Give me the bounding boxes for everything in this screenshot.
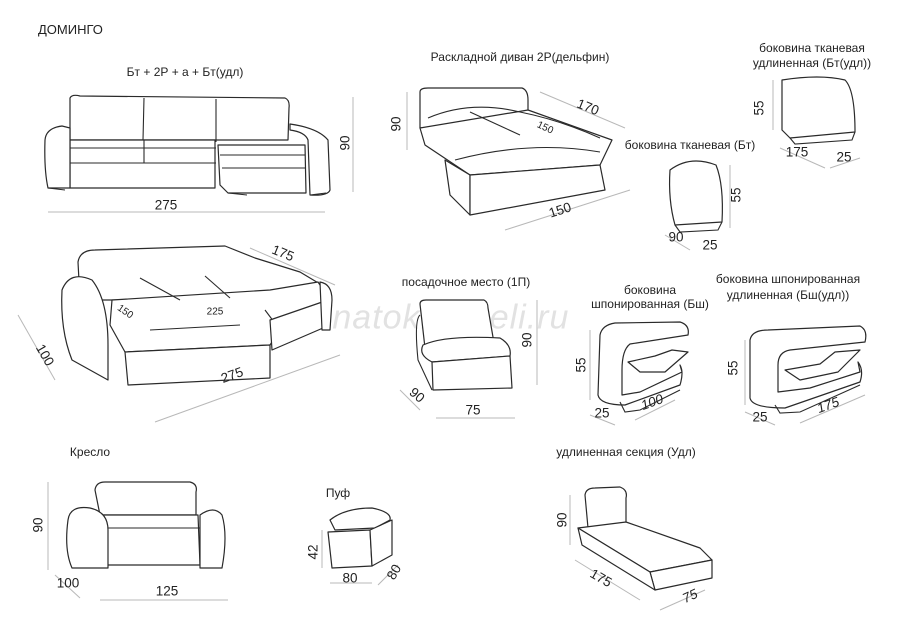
corner-sofa-label: Бт + 2Р + а + Бт(удл) xyxy=(126,65,244,79)
side-veneer-drawing xyxy=(589,321,689,426)
armchair-label: Кресло xyxy=(69,445,111,459)
seat-module-label: посадочное место (1П) xyxy=(401,275,531,289)
corner-sofa-open-drawing xyxy=(17,245,341,423)
dim-height: 55 xyxy=(728,187,744,203)
side-veneer-long-label-1: боковина шпонированная xyxy=(715,272,861,286)
dim-bed-length: 225 xyxy=(206,306,224,318)
dim-height: 90 xyxy=(388,116,404,132)
side-veneer-label-1: боковина xyxy=(624,283,676,297)
dim-depth: 175 xyxy=(785,144,809,160)
dim-height: 90 xyxy=(30,517,46,533)
seat-module-drawing xyxy=(399,299,538,419)
dolphin-sofa-drawing xyxy=(406,87,631,231)
side-fabric-long-label-2: удлиненная (Бт(удл)) xyxy=(752,56,872,70)
dim-width: 25 xyxy=(594,405,610,421)
side-veneer-long-label-2: удлиненная (Бш(удл)) xyxy=(726,288,850,302)
dim-height: 42 xyxy=(305,544,321,560)
pouf-label: Пуф xyxy=(325,486,351,500)
dim-height: 55 xyxy=(573,357,589,373)
side-veneer-label-2: шпонированная (Бш) xyxy=(591,297,709,311)
dim-height: 90 xyxy=(554,512,570,528)
side-veneer-long-drawing xyxy=(744,325,867,426)
dolphin-sofa-label: Раскладной диван 2Р(дельфин) xyxy=(430,50,610,64)
dim-height: 55 xyxy=(725,360,741,376)
pouf-drawing xyxy=(321,507,399,586)
dim-width: 25 xyxy=(836,149,852,165)
side-fabric-drawing xyxy=(664,160,731,251)
dim-width: 75 xyxy=(465,402,481,418)
dim-height: 90 xyxy=(337,135,353,151)
dim-width: 80 xyxy=(342,570,358,586)
dim-height: 90 xyxy=(519,332,535,348)
dim-width: 275 xyxy=(154,197,178,213)
dim-depth: 90 xyxy=(668,229,684,245)
dim-height: 55 xyxy=(751,100,767,116)
page-title: ДОМИНГО xyxy=(38,22,103,37)
dim-width: 25 xyxy=(702,237,718,253)
armchair-drawing xyxy=(47,481,228,601)
side-fabric-long-drawing xyxy=(772,76,861,169)
long-section-drawing xyxy=(569,486,713,611)
dim-width: 25 xyxy=(752,409,768,425)
dim-width: 125 xyxy=(155,583,179,599)
side-fabric-label: боковина тканевая (Бт) xyxy=(624,138,756,152)
dim-depth: 100 xyxy=(56,575,80,591)
corner-sofa-front-drawing xyxy=(44,94,354,213)
long-section-label: удлиненная секция (Удл) xyxy=(556,445,696,459)
side-fabric-long-label-1: боковина тканевая xyxy=(759,41,865,55)
